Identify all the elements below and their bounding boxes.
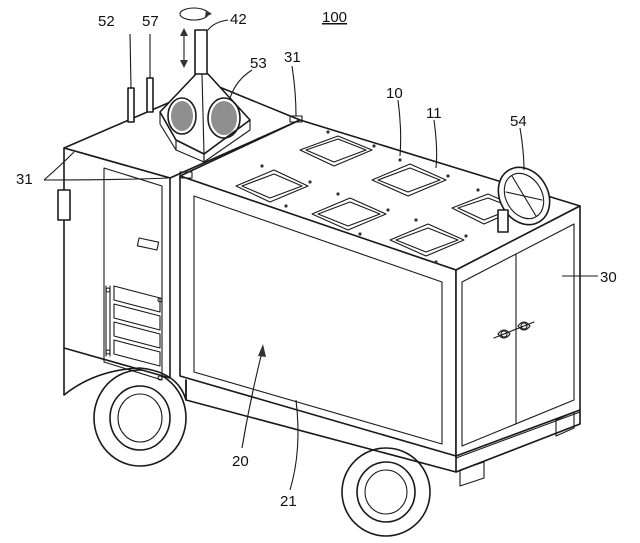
leader-lines — [43, 19, 598, 491]
roof-hatches — [235, 130, 521, 264]
rear-door-handles — [493, 321, 535, 339]
label-21: 21 — [280, 493, 297, 510]
label-53: 53 — [250, 55, 267, 72]
label-11: 11 — [426, 105, 442, 122]
label-31-top: 31 — [284, 49, 301, 66]
label-31-left: 31 — [16, 171, 33, 188]
label-30: 30 — [600, 269, 617, 286]
reference-labels: 100 42 52 57 53 31 10 11 54 30 31 20 21 — [16, 9, 617, 510]
label-54: 54 — [510, 113, 527, 130]
label-100: 100 — [322, 9, 347, 26]
label-10: 10 — [386, 85, 403, 102]
label-42: 42 — [230, 11, 247, 28]
rear-wheel — [341, 447, 431, 537]
leader-arrow-20 — [241, 344, 266, 449]
vertical-arrow-icon — [180, 28, 188, 68]
label-52: 52 — [98, 13, 115, 30]
satellite-dish — [497, 166, 551, 233]
label-57: 57 — [142, 13, 159, 30]
louver-grille — [113, 285, 161, 367]
front-wheel — [93, 369, 187, 467]
sensor-head — [159, 29, 251, 163]
label-20: 20 — [232, 453, 249, 470]
rotation-arrow-icon — [179, 7, 212, 21]
cargo-box — [179, 115, 581, 487]
